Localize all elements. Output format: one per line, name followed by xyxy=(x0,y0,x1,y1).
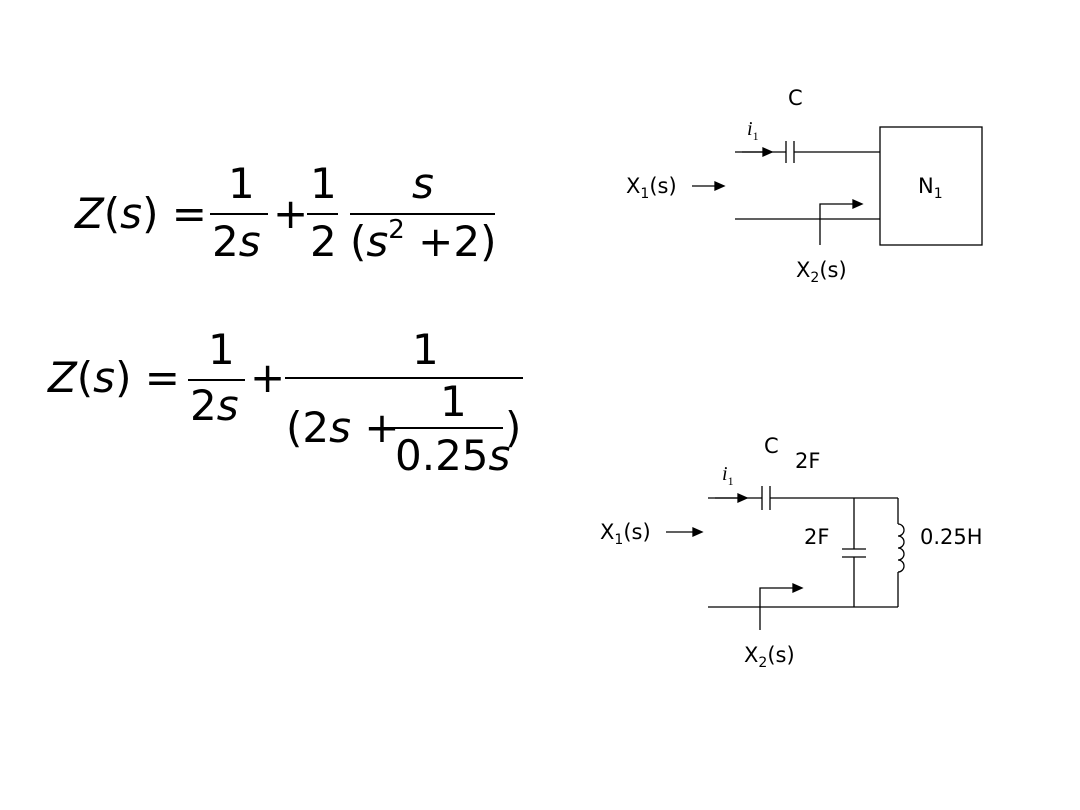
c2-input-arrowhead xyxy=(692,526,704,538)
eq1-term1-den: 2s xyxy=(212,217,261,266)
eq1-coef-num: 1 xyxy=(310,159,337,208)
c1-network-label: N1 xyxy=(918,174,943,203)
c1-input-label: X1(s) xyxy=(626,174,677,203)
c2-input-label: X1(s) xyxy=(600,520,651,549)
c2-inductor-value: 0.25H xyxy=(920,525,983,549)
eq1-plus: + xyxy=(273,189,308,238)
eq2-inner-den: 0.25s xyxy=(395,431,510,480)
c1-current-label: i1 xyxy=(747,118,759,143)
equation-2: Z(s) = 1 2s + 1 (2s + 1 0.25s ) xyxy=(47,325,523,480)
eq2-den-open: (2s + xyxy=(286,403,400,452)
c1-current-arrowhead xyxy=(762,146,774,158)
c1-network-box xyxy=(879,126,983,246)
c1-input-arrowhead xyxy=(714,180,726,192)
eq1-term1-num: 1 xyxy=(228,159,255,208)
eq2-plus: + xyxy=(250,353,285,402)
c2-shunt-cap-value: 2F xyxy=(804,525,830,549)
c2-output-arrowhead xyxy=(792,582,804,594)
c2-output-arrow xyxy=(759,587,796,630)
c2-output-label: X2(s) xyxy=(744,643,795,672)
eq1-term2-den: (s2 +2) xyxy=(350,215,496,266)
eq2-inner-num: 1 xyxy=(440,377,467,426)
eq2-den-close: ) xyxy=(505,403,521,452)
c1-output-arrowhead xyxy=(852,198,864,210)
eq2-term1-den: 2s xyxy=(190,381,239,430)
c2-inductor-coil xyxy=(897,523,905,573)
eq1-term2-num: s xyxy=(412,159,434,208)
eq2-term1-num: 1 xyxy=(208,325,235,374)
eq2-lhs: Z(s) = xyxy=(47,353,180,402)
c2-current-arrowhead xyxy=(737,492,749,504)
c1-capacitor-label: C xyxy=(788,86,803,110)
eq1-coef-den: 2 xyxy=(310,217,337,266)
c2-current-label: i1 xyxy=(722,463,734,488)
equation-1: Z(s) = 1 2s + 1 2 s (s2 +2) xyxy=(74,159,496,266)
eq2-term2-num: 1 xyxy=(412,325,439,374)
c2-capacitor-value: 2F xyxy=(795,449,821,473)
c2-capacitor-label: C xyxy=(764,434,779,458)
c1-output-label: X2(s) xyxy=(796,258,847,287)
eq1-lhs: Z(s) = xyxy=(74,189,207,238)
c1-output-arrow xyxy=(819,203,856,245)
